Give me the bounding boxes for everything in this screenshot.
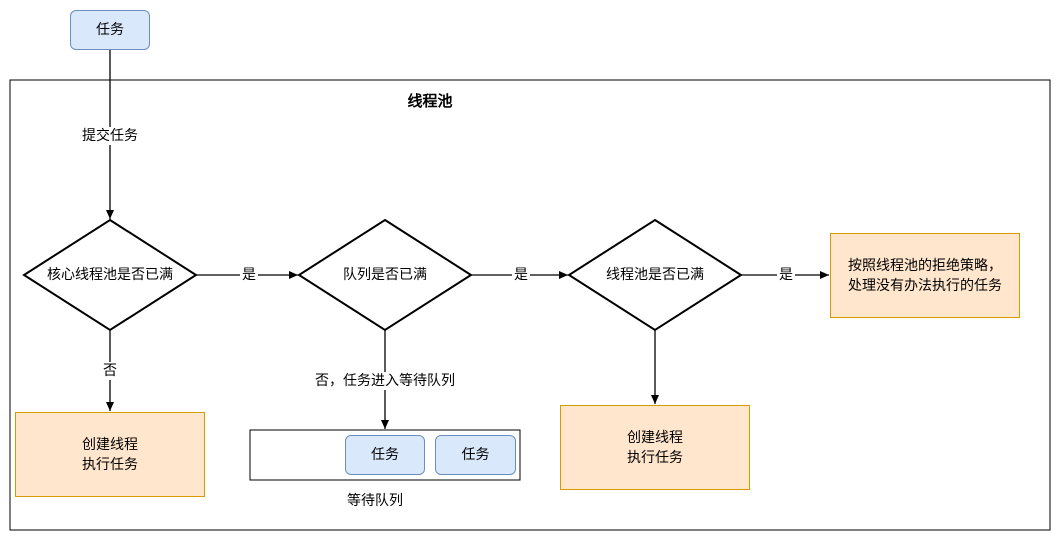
queue-task-1: 任务 [345,435,425,475]
thread-pool-container [9,79,1051,531]
pool-full-label: 线程池是否已满 [606,267,704,283]
edge-label-yes-3: 是 [777,266,795,284]
edge-label-no-1: 否 [101,362,119,380]
queue-task-2: 任务 [435,435,516,475]
create-thread-node-left: 创建线程 执行任务 [15,412,205,497]
edge-label-yes-1: 是 [240,266,258,284]
edge-label-no-2: 否，任务进入等待队列 [300,372,470,390]
edge-label-submit: 提交任务 [76,127,144,145]
reject-policy-node: 按照线程池的拒绝策略， 处理没有办法执行的任务 [830,233,1020,318]
core-pool-full-label: 核心线程池是否已满 [47,267,173,283]
waiting-queue-label: 等待队列 [347,493,403,509]
task-node: 任务 [70,10,150,50]
queue-full-label: 队列是否已满 [343,267,427,283]
create-thread-node-right: 创建线程 执行任务 [560,405,750,490]
thread-pool-title: 线程池 [407,92,453,110]
edge-label-yes-2: 是 [512,266,530,284]
